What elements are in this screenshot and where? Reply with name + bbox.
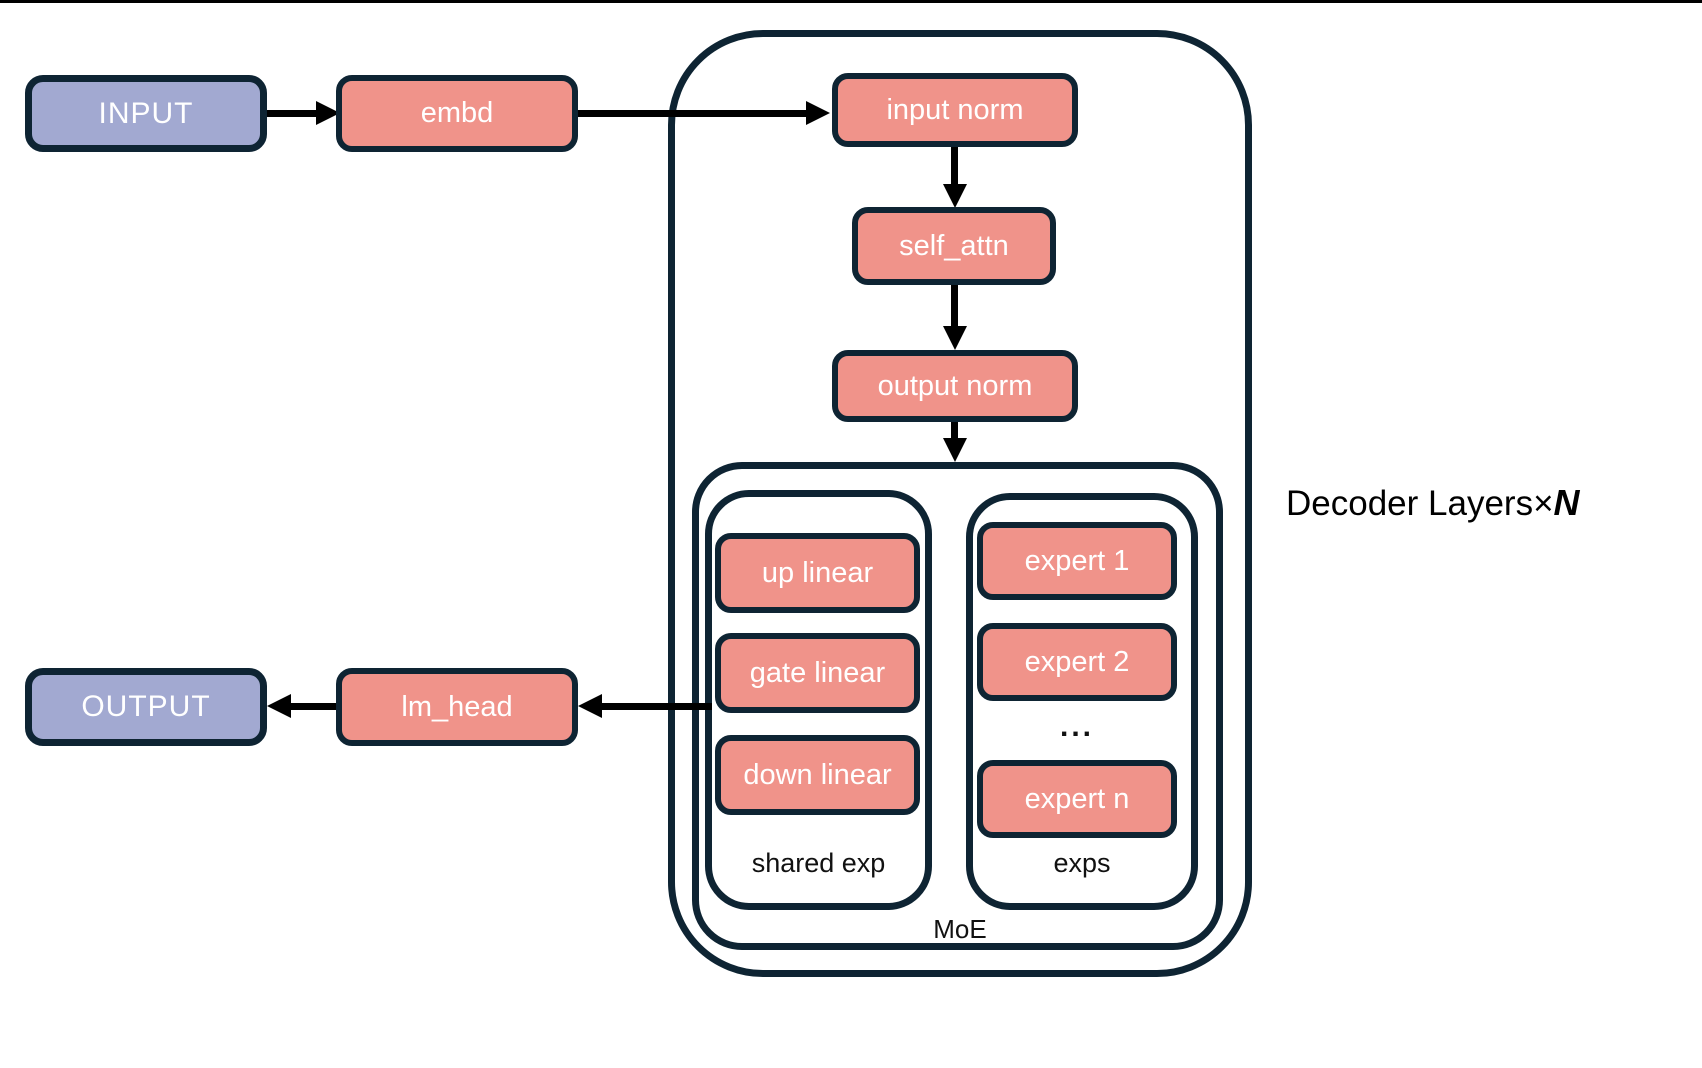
gate-linear-node: gate linear: [715, 633, 920, 713]
self-attn-node-label: self_attn: [899, 229, 1009, 262]
embd-node-label: embd: [420, 97, 494, 129]
down-linear-node-label: down linear: [743, 758, 892, 791]
screenshot-top-border: [0, 0, 1702, 3]
shared-exp-label: shared exp: [751, 848, 886, 878]
expert-1-node: expert 1: [977, 522, 1177, 600]
arrow-outputnorm-to-moe-head: [943, 438, 967, 462]
lm-head-node-label: lm_head: [401, 690, 513, 723]
input-node-label: INPUT: [98, 96, 194, 130]
arrow-moe-to-lmhead-shaft: [600, 703, 712, 710]
arrow-embd-to-inputnorm-head: [806, 101, 830, 125]
exps-container: [966, 493, 1198, 910]
decoder-layers-container: [668, 30, 1252, 977]
down-linear-node: down linear: [715, 735, 920, 815]
output-node: OUTPUT: [25, 668, 267, 746]
decoder-layers-label-text: Decoder Layers: [1286, 484, 1534, 523]
expert-2-node-label: expert 2: [1024, 645, 1130, 678]
expert-2-node: expert 2: [977, 623, 1177, 701]
arrow-inputnorm-to-selfattn-shaft: [951, 147, 958, 187]
up-linear-node: up linear: [715, 533, 920, 613]
gate-linear-node-label: gate linear: [749, 656, 886, 689]
n-variable: N: [1553, 482, 1580, 523]
arrow-selfattn-to-outputnorm-shaft: [951, 285, 958, 329]
input-node: INPUT: [25, 75, 267, 152]
expert-n-node-label: expert n: [1024, 782, 1130, 815]
arrow-selfattn-to-outputnorm-head: [943, 326, 967, 350]
expert-1-node-label: expert 1: [1024, 544, 1130, 577]
input-norm-node: input norm: [832, 73, 1078, 147]
embd-node: embd: [336, 75, 578, 152]
arrow-embd-to-inputnorm-shaft: [578, 110, 810, 117]
up-linear-node-label: up linear: [761, 556, 874, 589]
output-norm-node: output norm: [832, 350, 1078, 422]
self-attn-node: self_attn: [852, 207, 1056, 285]
arrow-lmhead-to-output-head: [267, 694, 291, 718]
output-norm-node-label: output norm: [877, 369, 1033, 402]
output-node-label: OUTPUT: [81, 690, 211, 723]
expert-n-node: expert n: [977, 760, 1177, 838]
times-symbol: ×: [1533, 484, 1554, 523]
input-norm-node-label: input norm: [886, 93, 1024, 126]
lm-head-node: lm_head: [336, 668, 578, 746]
exps-label: exps: [1053, 848, 1111, 878]
arrow-moe-to-lmhead-head: [578, 694, 602, 718]
experts-ellipsis: ...: [1059, 710, 1094, 743]
arrow-outputnorm-to-moe-shaft: [951, 422, 958, 441]
arrow-input-to-embd-shaft: [267, 110, 320, 117]
decoder-layers-label: Decoder Layers×N: [1286, 482, 1580, 523]
arrow-lmhead-to-output-shaft: [290, 703, 336, 710]
shared-exp-container: [705, 490, 932, 910]
arrow-inputnorm-to-selfattn-head: [943, 184, 967, 208]
moe-label: MoE: [933, 914, 987, 944]
